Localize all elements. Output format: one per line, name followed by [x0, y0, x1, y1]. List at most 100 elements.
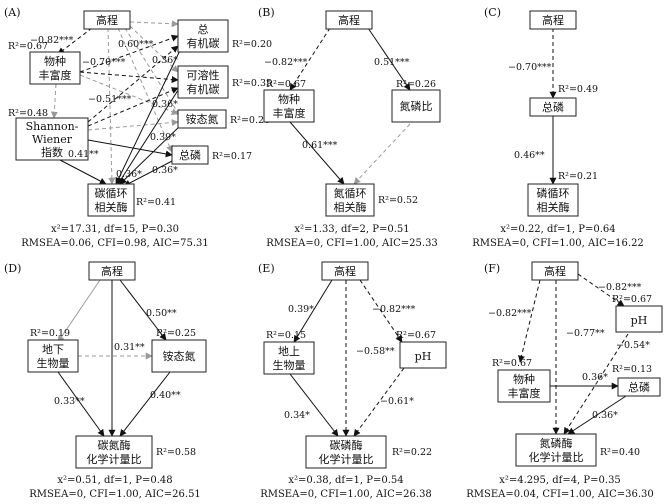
path-coefficient: −0.82***: [30, 35, 74, 46]
node-label: 地上: [278, 345, 300, 358]
path-line: [117, 83, 183, 185]
fit-statistics: x²=0.38, df=1, P=0.54: [288, 475, 403, 486]
panel-f: (F) 高程 pH 物种 丰富度 总磷 氮磷酶 化学计量比 R²=0.67 R²…: [466, 261, 663, 500]
path-line: [119, 279, 167, 341]
node-nitrogen-enzymes: [325, 183, 375, 217]
node-label: 高程: [101, 264, 123, 278]
r-squared: R²=0.20: [232, 39, 272, 50]
node-label: 高程: [96, 13, 118, 27]
node-elevation: [325, 10, 373, 30]
node-ph: [399, 341, 447, 369]
path-coefficient: −0.82***: [488, 308, 532, 319]
r-squared: R²=0.48: [8, 108, 48, 119]
path-coefficient: 0.46**: [514, 150, 545, 161]
node-label: 高程: [544, 264, 566, 278]
path-coefficient: −0.77**: [566, 328, 605, 339]
node-belowground-biomass: [27, 339, 79, 373]
r-squared: R²=0.17: [212, 151, 252, 162]
path-line: [57, 279, 101, 343]
node-carbon-enzymes: [87, 183, 135, 217]
node-species-richness: [29, 51, 81, 85]
node-total-organic-carbon: [177, 19, 229, 53]
panel-label: (D): [4, 262, 21, 275]
fit-statistics: RMSEA=0.04, CFI=1.00, AIC=36.30: [466, 489, 654, 500]
node-label: 物种: [513, 372, 535, 386]
node-label: 铵态氮: [163, 349, 196, 363]
path-coefficient: 0.36*: [152, 99, 178, 110]
node-label: 碳磷酶: [330, 438, 363, 452]
path-coefficient: 0.39*: [150, 132, 176, 143]
fit-statistics: RMSEA=0, CFI=1.00, AIC=25.33: [266, 238, 438, 249]
path-line: [289, 27, 331, 91]
node-phosphorus-enzymes: [527, 183, 579, 217]
node-cp-enzyme-ratio: [305, 435, 387, 469]
node-label: pH: [631, 314, 648, 327]
path-coefficient: −0.51***: [88, 94, 132, 105]
node-species-richness: [263, 89, 315, 123]
path-line: [129, 20, 179, 28]
node-elevation: [88, 261, 136, 281]
node-label: 碳氮酶: [98, 438, 131, 452]
path-line: [50, 83, 58, 119]
path-line: [107, 27, 116, 185]
r-squared: R²=0.67: [266, 79, 306, 90]
r-squared: R²=0.67: [492, 358, 532, 369]
node-label: 可溶性: [187, 68, 220, 82]
path-coefficient: −0.82***: [598, 282, 642, 293]
path-coefficient: 0.51***: [374, 57, 410, 68]
r-squared: R²=0.52: [378, 195, 418, 206]
path-line: [87, 87, 179, 127]
node-ammonium: [151, 339, 207, 373]
node-total-phosphorus: [171, 145, 209, 165]
node-label: 碳循环: [95, 186, 128, 200]
path-coefficient: −0.82***: [264, 57, 308, 68]
path-line: [117, 27, 173, 153]
path-line: [59, 159, 107, 185]
node-label: 高程: [338, 13, 360, 27]
fit-statistics: x²=1.33, df=2, P=0.51: [294, 224, 409, 235]
node-label: 相关酶: [95, 200, 128, 214]
r-squared: R²=0.22: [392, 447, 432, 458]
path-line: [293, 279, 333, 343]
path-coefficient: 0.33**: [54, 396, 85, 407]
panel-a-paths: [50, 20, 185, 187]
node-ph: [615, 305, 663, 333]
path-coefficient: −0.61*: [380, 396, 414, 407]
panel-label: (B): [258, 6, 275, 19]
path-line: [577, 273, 625, 307]
panel-c: (C) 高程 总磷 磷循环 相关酶 R²=0.49 R²=0.21 −0.70*…: [472, 6, 644, 249]
r-squared: R²=0.15: [266, 330, 306, 341]
r-squared: R²=0.58: [156, 447, 196, 458]
fit-statistics: x²=0.51, df=1, P=0.48: [57, 475, 172, 486]
node-ammonium: [177, 109, 227, 129]
path-line: [119, 371, 171, 437]
node-label: 铵态氮: [186, 112, 219, 126]
node-label: 总: [198, 22, 209, 36]
path-line: [57, 27, 93, 55]
path-coefficient: −0.54*: [616, 340, 650, 351]
path-line: [79, 71, 179, 83]
node-shannon-wiener: [15, 117, 89, 161]
node-label: 高程: [542, 13, 564, 27]
path-line: [115, 41, 185, 185]
path-coefficient: −0.70***: [82, 57, 126, 68]
node-label: 总磷: [179, 148, 201, 162]
panel-label: (A): [4, 6, 21, 19]
path-line: [87, 119, 179, 131]
path-line: [87, 45, 179, 123]
path-coefficient: 0.60***: [118, 39, 154, 50]
path-line: [79, 74, 179, 115]
panel-b: (B) 高程 物种 丰富度 氮磷比 氮循环 相关酶 R²=0.67 R²=0.2…: [258, 6, 441, 249]
node-label: 生物量: [37, 356, 70, 370]
path-line: [79, 34, 179, 73]
panel-e: (E) 高程 地上 生物量 pH 碳磷酶 化学计量比 R²=0.15 R²=0.…: [258, 261, 447, 500]
path-coefficient: 0.31**: [114, 342, 145, 353]
node-label: 氮循环: [334, 186, 367, 200]
r-squared: R²=0.67: [612, 294, 652, 305]
node-label: Wiener: [32, 133, 73, 146]
path-line: [289, 373, 339, 437]
path-line: [123, 159, 175, 187]
node-label: 丰富度: [273, 106, 306, 120]
r-squared: R²=0.21: [558, 171, 598, 182]
